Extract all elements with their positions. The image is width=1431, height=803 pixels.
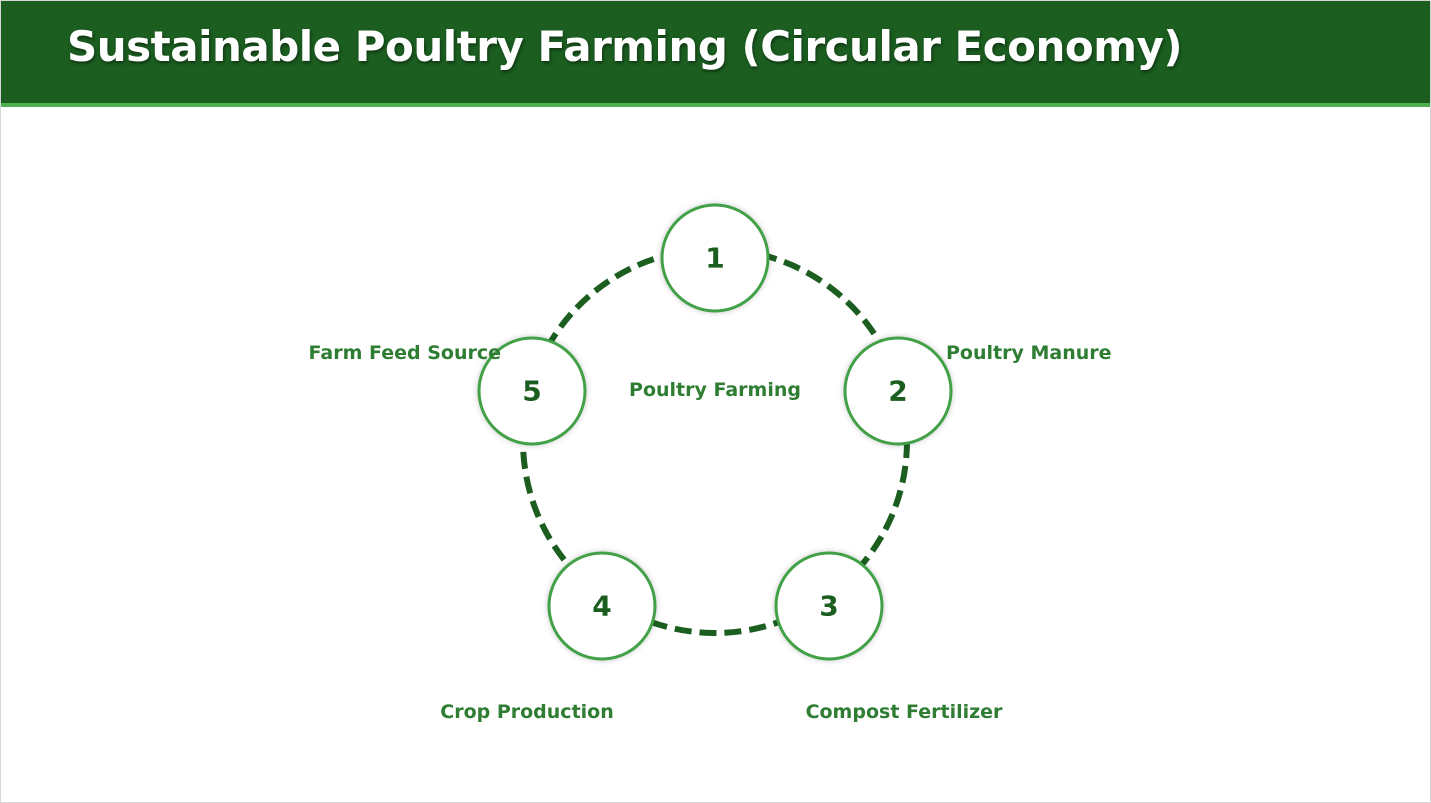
node-number: 2 [888, 375, 907, 408]
node-number: 1 [705, 242, 724, 275]
node-label-compost-fertilizer: Compost Fertilizer [806, 701, 1003, 723]
header-bar: Sustainable Poultry Farming (Circular Ec… [1, 1, 1430, 107]
cycle-node-1: 1 [660, 203, 770, 313]
node-label-poultry-manure: Poultry Manure [946, 342, 1112, 364]
node-number: 4 [592, 590, 611, 623]
cycle-node-3: 3 [774, 551, 884, 661]
node-label-crop-production: Crop Production [440, 701, 614, 723]
node-number: 3 [819, 590, 838, 623]
center-label: Poultry Farming [629, 379, 801, 401]
cycle-node-2: 2 [843, 336, 953, 446]
cycle-node-4: 4 [547, 551, 657, 661]
cycle-node-5: 5 [477, 336, 587, 446]
page-title: Sustainable Poultry Farming (Circular Ec… [67, 22, 1183, 71]
node-number: 5 [522, 375, 541, 408]
node-label-farm-feed-source: Farm Feed Source [309, 342, 501, 364]
